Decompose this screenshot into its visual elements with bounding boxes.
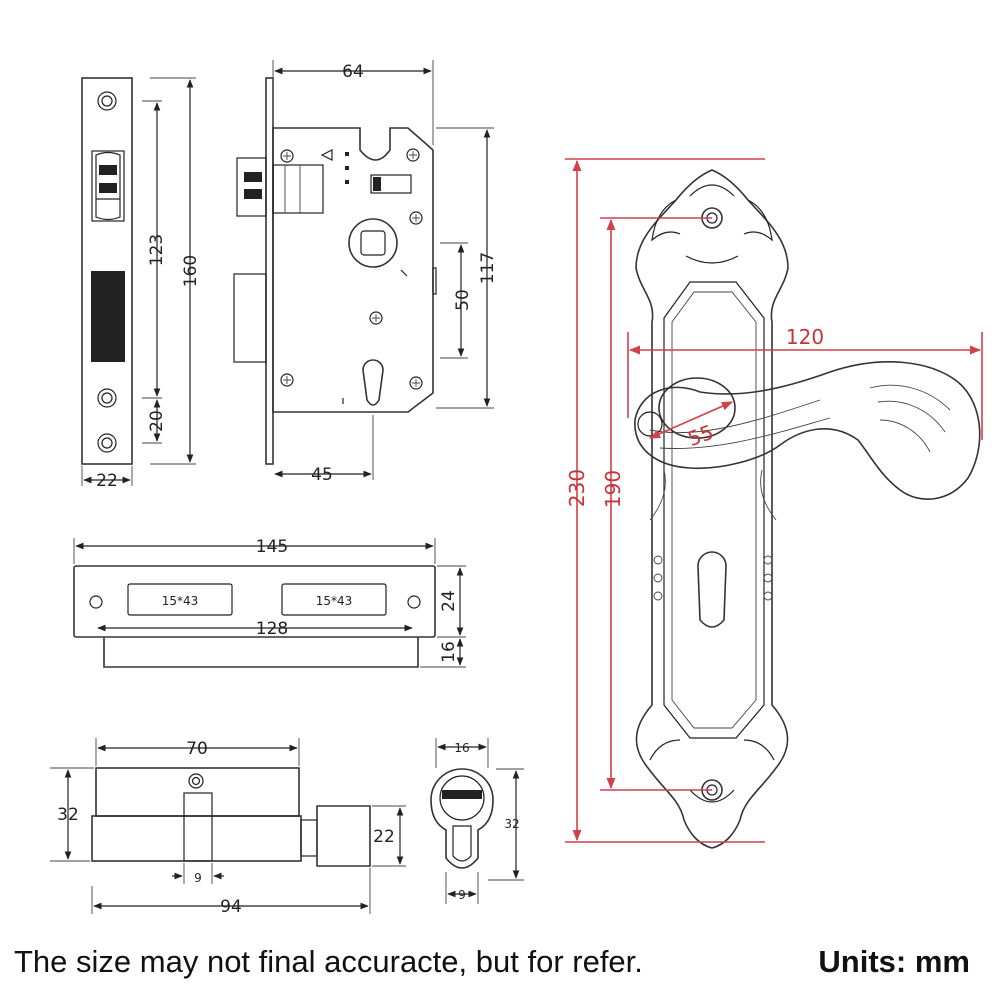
- lock-faceplate-edge: [265, 77, 274, 465]
- backplate-outline: [635, 169, 789, 849]
- lock-width-label: 64: [342, 62, 364, 82]
- cylinder-length-label: 70: [186, 739, 208, 759]
- knob-height-label: 22: [373, 827, 395, 847]
- cylinder-profile: [430, 768, 494, 869]
- cylinder-end-view: 16 32 9: [430, 738, 524, 904]
- faceplate-upper-spacing-label: 123: [147, 234, 167, 266]
- end-height-label: 32: [504, 817, 519, 831]
- strike-plate-outline: [73, 565, 436, 638]
- lock-case: [272, 127, 434, 413]
- end-bottom-label: 9: [458, 888, 466, 902]
- faceplate-outline: [81, 77, 133, 465]
- strike-length-label: 145: [256, 537, 288, 557]
- lever-length-label: 120: [786, 325, 824, 349]
- cylinder-hole: [362, 359, 384, 406]
- faceplate-lower-spacing-label: 20: [147, 410, 167, 432]
- strike-lip-label: 16: [439, 641, 459, 663]
- plate-height-label: 230: [565, 469, 589, 507]
- faceplate-width-label: 22: [96, 471, 118, 491]
- key-slot: [442, 790, 482, 799]
- handle-hole-spacing-label: 190: [601, 470, 625, 508]
- hole-spacing-label: 128: [256, 619, 288, 639]
- cylinder-side-view: 70 32 22 9 94: [50, 738, 406, 917]
- strike-height-label: 24: [439, 590, 459, 612]
- cylinder-body-bottom: [91, 815, 302, 862]
- handle-view: 230 190 120 55: [565, 158, 983, 849]
- strike-lip: [103, 637, 419, 668]
- lock-body-view: 64 117 50 45: [233, 60, 498, 485]
- end-width-label: 16: [454, 741, 469, 755]
- disclaimer-note: The size may not final accuracte, but fo…: [14, 944, 643, 979]
- spindle-hub: [348, 218, 398, 268]
- cam-width-label: 9: [194, 871, 202, 885]
- center-distance-label: 50: [453, 289, 473, 311]
- faceplate-length-label: 160: [181, 255, 201, 287]
- backset-label: 45: [311, 465, 333, 485]
- backplate-panel: [663, 281, 765, 739]
- cylinder-body-top: [95, 767, 300, 817]
- slot-left-label: 15*43: [162, 594, 199, 608]
- strike-plate-view: 15*43 15*43 145 128 24 16: [73, 537, 466, 668]
- cylinder-total-length-label: 94: [220, 897, 242, 917]
- latch-window: [91, 150, 125, 222]
- cam: [183, 792, 213, 862]
- slot-right-label: 15*43: [316, 594, 353, 608]
- lever: [634, 361, 981, 500]
- deadbolt-window: [91, 271, 125, 362]
- footer: The size may not final accuracte, but fo…: [14, 944, 986, 988]
- handle-key-hole: [697, 551, 727, 628]
- faceplate-view: 22 123 20 160: [81, 77, 201, 491]
- thumb-knob: [316, 805, 371, 867]
- cylinder-height-label: 32: [57, 805, 79, 825]
- lock-height-label: 117: [478, 252, 498, 284]
- units-label: Units: mm: [818, 944, 970, 979]
